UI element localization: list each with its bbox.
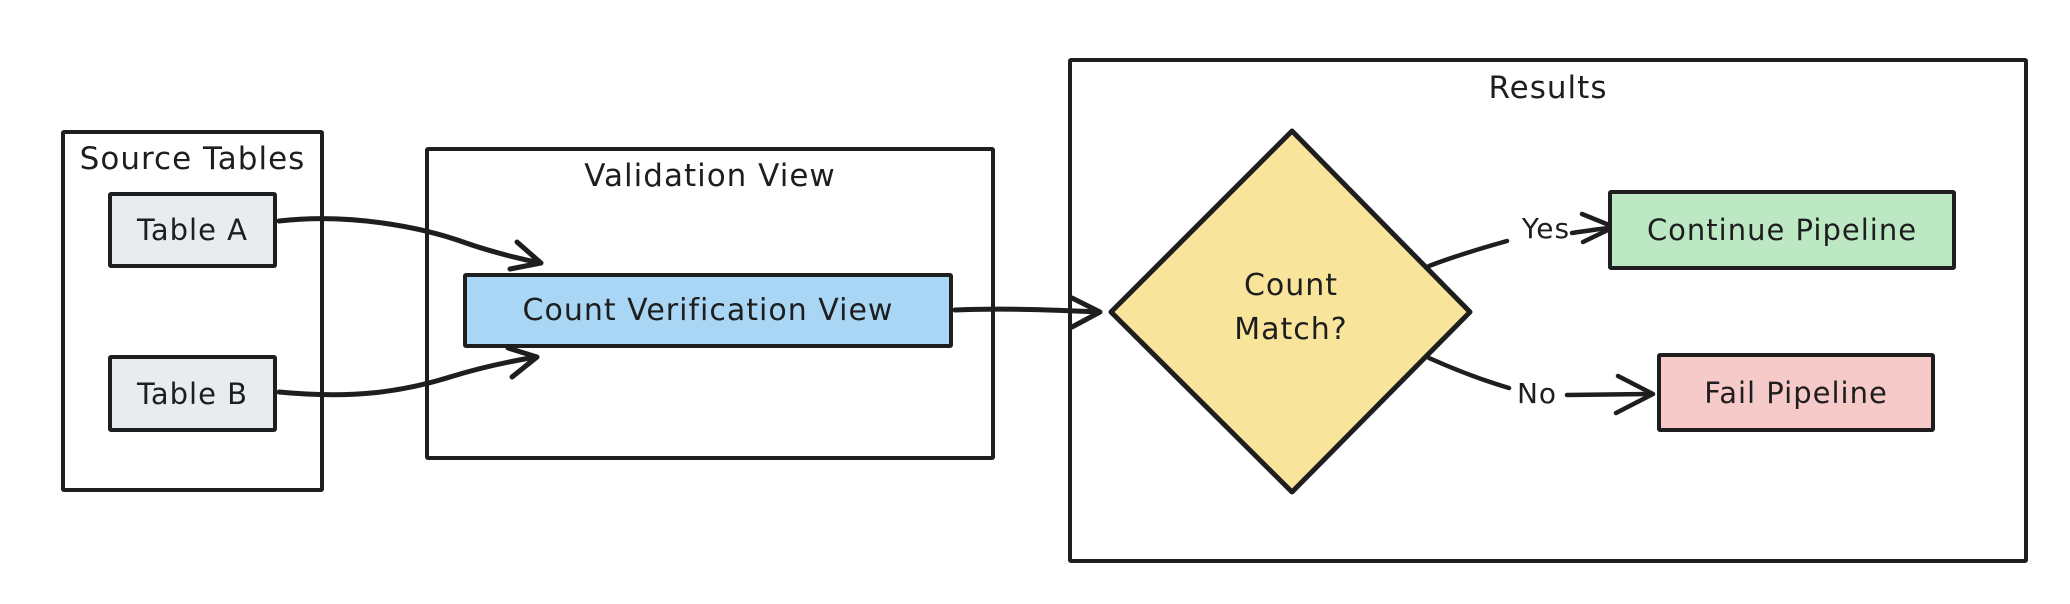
node-table-b-label: Table B: [136, 376, 249, 411]
yes-branch-label: Yes: [1521, 212, 1571, 245]
source-tables-title: Source Tables: [79, 141, 306, 177]
node-fail-pipeline: Fail Pipeline: [1657, 353, 1935, 432]
validation-view-title: Validation View: [584, 158, 836, 194]
results-title: Results: [1488, 70, 1608, 106]
node-table-a-label: Table A: [136, 213, 249, 247]
decision-count-match-label: Count Match?: [1234, 268, 1348, 347]
source-tables-group: [61, 130, 324, 492]
node-continue-pipeline-label: Continue Pipeline: [1646, 213, 1918, 247]
node-count-verification-view-label: Count Verification View: [522, 293, 894, 328]
node-fail-pipeline-label: Fail Pipeline: [1704, 375, 1888, 410]
node-table-a: Table A: [108, 192, 277, 268]
no-branch-label: No: [1516, 377, 1558, 410]
node-table-b: Table B: [108, 355, 277, 432]
node-count-verification-view: Count Verification View: [463, 273, 953, 348]
node-continue-pipeline: Continue Pipeline: [1608, 190, 1956, 270]
